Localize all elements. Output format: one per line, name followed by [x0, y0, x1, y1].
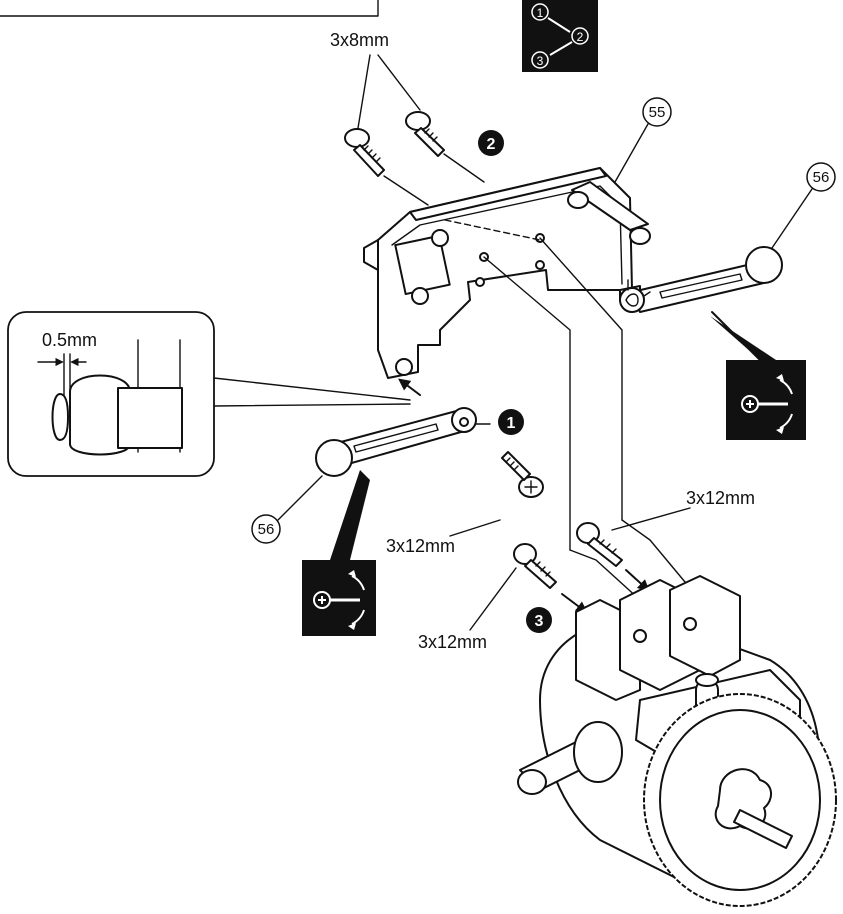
callout-56-right-label: 56: [813, 169, 830, 186]
mounting-plate: [363, 167, 651, 379]
gap-label: 0.5mm: [42, 330, 97, 350]
step-2-label: 2: [487, 136, 496, 153]
screw-3x12-bottom-label: 3x12mm: [418, 632, 487, 652]
adjust-icon-right: [710, 311, 806, 440]
header-box-fragment: [0, 0, 379, 17]
guide-lines: [483, 237, 701, 601]
sequence-badge-3: 3: [537, 54, 544, 68]
step-1-marker: 1: [498, 409, 524, 435]
screw-3x12-right-label: 3x12mm: [686, 488, 755, 508]
screw-3x12-right: 3x12mm: [576, 488, 755, 592]
callout-56-right: 56: [771, 162, 836, 249]
step-3-marker: 3: [526, 607, 552, 633]
screw-3x12-bottom: 3x12mm: [418, 543, 588, 652]
screw-3x8-pair: 3x8mm: [330, 30, 485, 206]
sequence-badge: 1 2 3: [522, 0, 598, 72]
step-2-marker: 2: [478, 130, 504, 156]
screw-3x8-label: 3x8mm: [330, 30, 389, 50]
callout-55: 55: [614, 97, 672, 183]
step-3-label: 3: [535, 613, 544, 630]
sequence-badge-2: 2: [577, 30, 584, 44]
callout-56-left-label: 56: [258, 521, 275, 538]
callout-55-label: 55: [649, 104, 666, 121]
detail-inset: 0.5mm: [7, 311, 411, 477]
screw-3x12-mid: 3x12mm: [386, 451, 544, 556]
sequence-badge-1: 1: [537, 6, 544, 20]
callout-56-left: 56: [251, 475, 323, 544]
rod-right: [619, 246, 783, 313]
step-1-label: 1: [507, 415, 516, 432]
rod-left: [315, 378, 491, 477]
screw-3x12-mid-label: 3x12mm: [386, 536, 455, 556]
gearbox-assembly: [517, 575, 837, 907]
adjust-icon-left: [302, 470, 376, 636]
